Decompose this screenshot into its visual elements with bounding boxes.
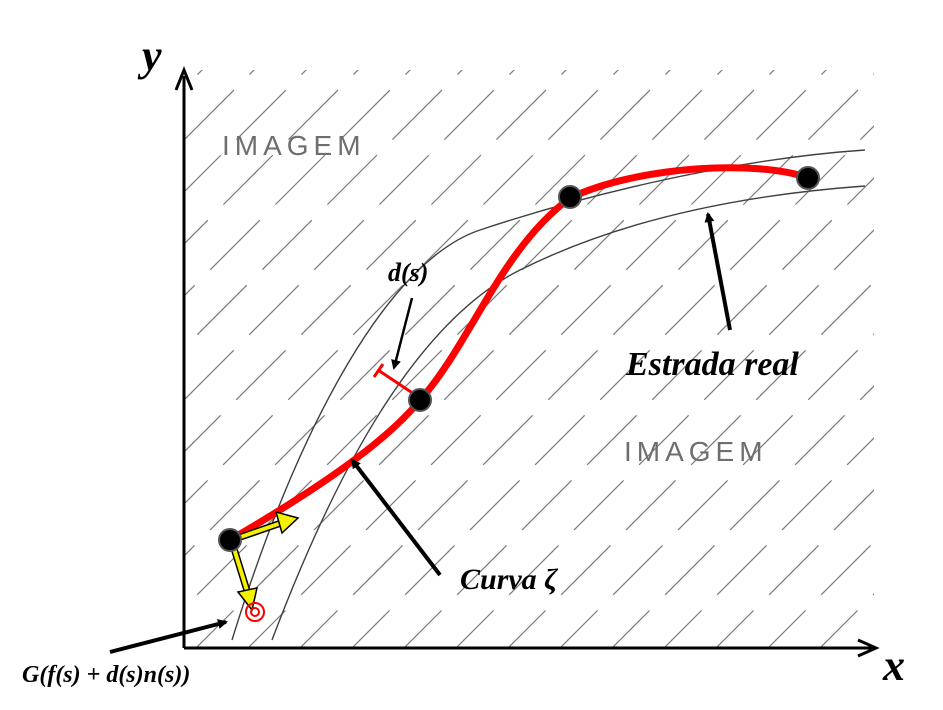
control-point xyxy=(558,185,582,209)
hatch-line xyxy=(819,593,874,648)
hatch-line xyxy=(184,70,411,297)
tangent-arrowhead xyxy=(274,510,300,535)
hatch-line xyxy=(0,60,56,660)
hatch-line xyxy=(184,70,203,89)
offset-label-arrow xyxy=(391,297,414,370)
hatch-line xyxy=(663,437,874,648)
image-hatch-pattern xyxy=(0,60,943,660)
hatch-line xyxy=(351,125,874,648)
hatch-line xyxy=(0,60,160,660)
image-region-label-top: IMAGEM xyxy=(222,130,366,161)
image-region-label-right: IMAGEM xyxy=(624,436,768,467)
hatch-line xyxy=(403,177,874,648)
x-axis-label: x xyxy=(883,641,905,690)
target-marker-inner xyxy=(250,607,260,617)
projection-label-arrow xyxy=(109,619,228,654)
hatch-line xyxy=(0,60,4,660)
control-point xyxy=(796,166,820,190)
curve-label: Curva ζ xyxy=(460,563,558,596)
hatch-line xyxy=(184,70,463,349)
offset-segment-cap xyxy=(372,363,385,378)
hatch-line xyxy=(871,645,874,648)
hatch-line xyxy=(559,333,874,648)
hatch-line xyxy=(767,541,874,648)
road-label: Estrada real xyxy=(626,346,799,383)
y-axis-arrowhead xyxy=(174,65,194,91)
hatch-line xyxy=(0,60,108,660)
target-marker-outer xyxy=(245,602,265,622)
hatch-line xyxy=(299,73,874,648)
frame-vectors xyxy=(228,510,300,612)
x-axis-arrowhead xyxy=(857,638,880,658)
hatch-line xyxy=(184,70,567,453)
normal-arrowhead xyxy=(236,587,258,612)
hatch-line xyxy=(184,70,619,505)
hatch-line xyxy=(507,281,874,648)
control-point xyxy=(408,388,432,412)
y-axis-label: y xyxy=(142,31,162,80)
hatch-line xyxy=(184,70,723,609)
hatch-line xyxy=(184,70,671,557)
curve-label-arrow xyxy=(350,458,442,577)
curve-zeta xyxy=(226,164,812,544)
projection-label: G(f(s) + d(s)n(s)) xyxy=(22,662,191,688)
hatch-line xyxy=(715,489,874,648)
road-label-arrow xyxy=(704,212,732,331)
offset-label: d(s) xyxy=(388,258,429,287)
hatch-line xyxy=(184,70,515,401)
hatch-line xyxy=(912,60,943,660)
hatch-line xyxy=(184,70,359,245)
hatch-line xyxy=(195,70,775,648)
hatch-line xyxy=(184,70,307,193)
control-point xyxy=(218,528,242,552)
hatch-line xyxy=(455,229,874,648)
control-points xyxy=(218,166,820,552)
road-boundary-inner xyxy=(271,185,866,641)
hatch-line xyxy=(611,385,874,648)
hatch-line xyxy=(247,70,827,648)
